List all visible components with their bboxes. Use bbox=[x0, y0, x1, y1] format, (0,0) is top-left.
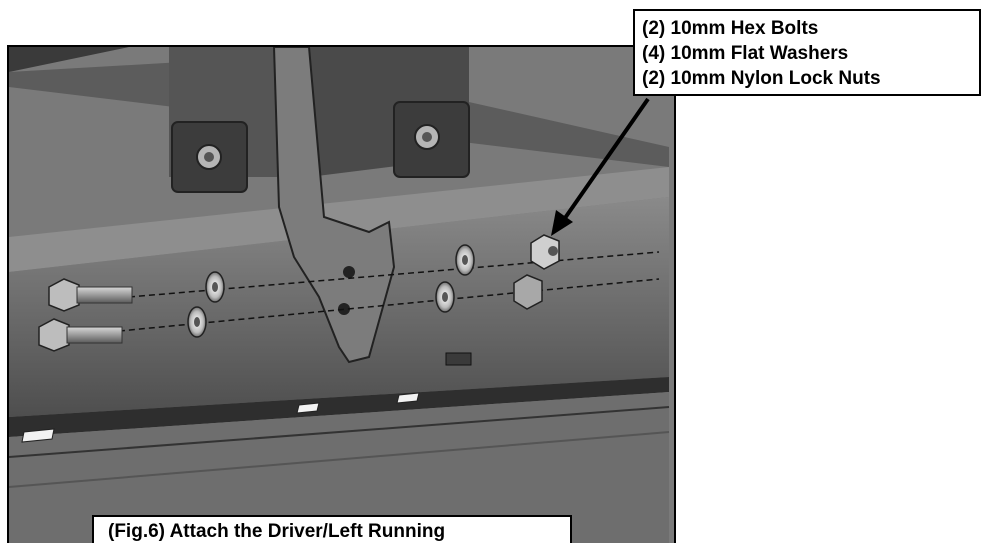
callout-flat-washers: (4) 10mm Flat Washers bbox=[642, 43, 849, 64]
callout-hex-bolts: (2) 10mm Hex Bolts bbox=[642, 18, 819, 39]
figure-caption: (Fig.6) Attach the Driver/Left Running bbox=[92, 515, 572, 543]
hardware-callout: (2) 10mm Hex Bolts (4) 10mm Flat Washers… bbox=[633, 9, 981, 96]
figure-caption-text: (Fig.6) Attach the Driver/Left Running bbox=[108, 521, 446, 542]
callout-lock-nuts: (2) 10mm Nylon Lock Nuts bbox=[642, 68, 881, 89]
assembly-illustration bbox=[7, 45, 676, 543]
assembly-drawing bbox=[9, 47, 674, 543]
